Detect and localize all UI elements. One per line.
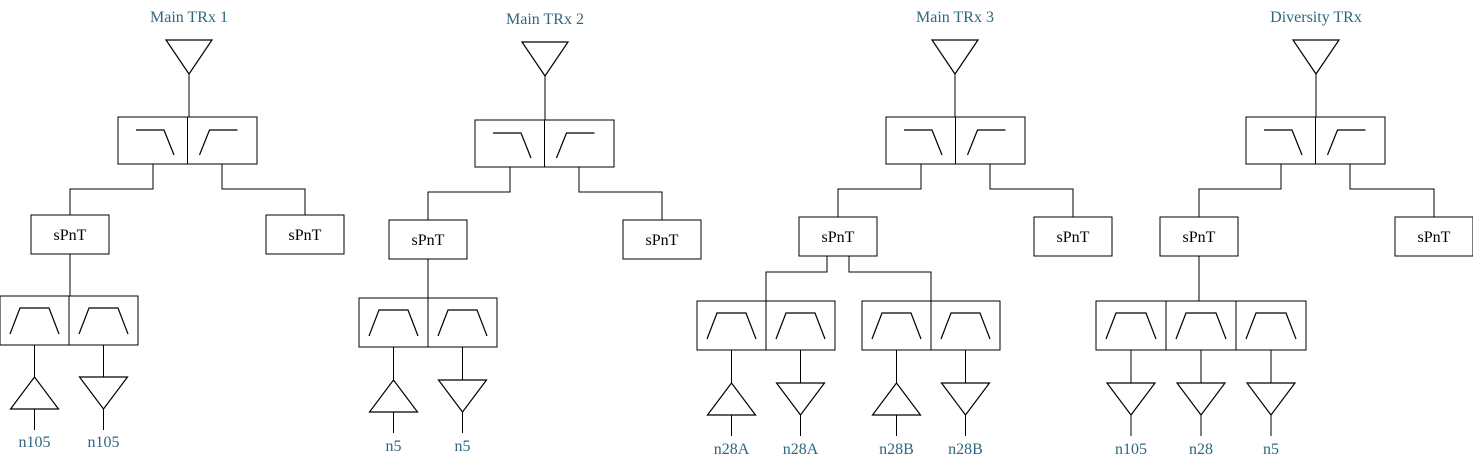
band-pass-filter-icon <box>940 312 991 340</box>
band-pass-filter-icon <box>706 312 757 340</box>
band-label: n105 <box>88 434 120 451</box>
rx-amplifier-icon <box>9 345 60 430</box>
switch-label: sPnT <box>646 232 679 249</box>
band-pass-filter-icon <box>1245 312 1297 340</box>
low-pass-filter-icon <box>136 129 175 156</box>
switch-label: sPnT <box>1418 229 1451 246</box>
band-label: n105 <box>19 434 51 451</box>
tx-amplifier-icon <box>1245 350 1297 436</box>
branch-title: Main TRx 1 <box>150 9 228 26</box>
antenna-icon <box>164 39 214 117</box>
low-pass-filter-icon <box>904 129 943 156</box>
switch-right: sPnT <box>1394 216 1473 257</box>
switch-label: sPnT <box>1057 229 1090 246</box>
band-label: n28A <box>714 441 750 458</box>
diplexer <box>1245 116 1386 165</box>
switch-left: sPnT <box>30 214 110 255</box>
filter-bank: n105 n28 n5 <box>1095 256 1307 458</box>
band-label: n105 <box>1115 441 1147 458</box>
band-pass-filter-icon <box>871 312 922 340</box>
switch-right: sPnT <box>622 219 702 260</box>
high-pass-filter-icon <box>1326 129 1366 156</box>
band-label: n5 <box>1263 441 1279 458</box>
band-label: n5 <box>455 438 471 455</box>
tx-amplifier-icon <box>940 350 991 436</box>
high-pass-filter-icon <box>966 129 1006 156</box>
tx-amplifier-icon <box>775 350 826 436</box>
switch-left: sPnT <box>798 216 878 257</box>
band-label: n28A <box>783 441 819 458</box>
diplexer <box>474 119 615 168</box>
branch-2: Main TRx 2 sPnT sPnT n5 n5 <box>358 11 702 455</box>
switch-label: sPnT <box>1183 229 1216 246</box>
switch-right: sPnT <box>1033 216 1113 257</box>
filter-bank: n105 n105 <box>0 254 139 451</box>
band-pass-filter-icon <box>368 309 419 337</box>
switch-left: sPnT <box>388 219 468 260</box>
band-pass-filter-icon <box>1175 312 1227 340</box>
branch-3: Main TRx 3 sPnT sPnT n28A n28A n28B n28B <box>696 9 1113 458</box>
branch-4: Diversity TRx sPnT sPnT n105 n28 n5 <box>1095 9 1473 458</box>
antenna-icon <box>520 41 570 120</box>
branch-title: Main TRx 3 <box>916 9 994 26</box>
branch-1: Main TRx 1 sPnT sPnT n105 n105 <box>0 9 345 451</box>
band-label: n28 <box>1189 441 1213 458</box>
band-pass-filter-icon <box>437 309 488 337</box>
band-pass-filter-icon <box>9 307 60 335</box>
band-pass-filter-icon <box>78 307 129 335</box>
switch-right: sPnT <box>265 214 345 255</box>
diplexer <box>885 116 1026 165</box>
switch-label: sPnT <box>54 227 87 244</box>
switch-label: sPnT <box>412 232 445 249</box>
band-label: n5 <box>386 438 402 455</box>
branch-title: Main TRx 2 <box>506 11 584 28</box>
antenna-icon <box>930 39 980 117</box>
filter-bank: n28B n28B <box>848 256 1001 458</box>
tx-amplifier-icon <box>1175 350 1227 436</box>
tx-amplifier-icon <box>78 345 129 430</box>
tx-amplifier-icon <box>1105 350 1157 436</box>
switch-label: sPnT <box>289 227 322 244</box>
tx-amplifier-icon <box>437 347 488 433</box>
band-label: n28B <box>948 441 983 458</box>
filter-bank: n5 n5 <box>358 259 498 455</box>
high-pass-filter-icon <box>198 129 238 156</box>
diplexer <box>117 116 258 165</box>
rx-amplifier-icon <box>706 350 757 436</box>
low-pass-filter-icon <box>493 132 532 159</box>
band-pass-filter-icon <box>775 312 826 340</box>
low-pass-filter-icon <box>1264 129 1303 156</box>
branch-title: Diversity TRx <box>1270 9 1362 26</box>
filter-bank: n28A n28A <box>696 256 836 458</box>
antenna-icon <box>1291 39 1341 117</box>
rx-amplifier-icon <box>871 350 922 436</box>
band-pass-filter-icon <box>1105 312 1157 340</box>
switch-left: sPnT <box>1159 216 1239 257</box>
switch-label: sPnT <box>822 229 855 246</box>
high-pass-filter-icon <box>555 132 595 159</box>
band-label: n28B <box>879 441 914 458</box>
rx-amplifier-icon <box>368 347 419 433</box>
